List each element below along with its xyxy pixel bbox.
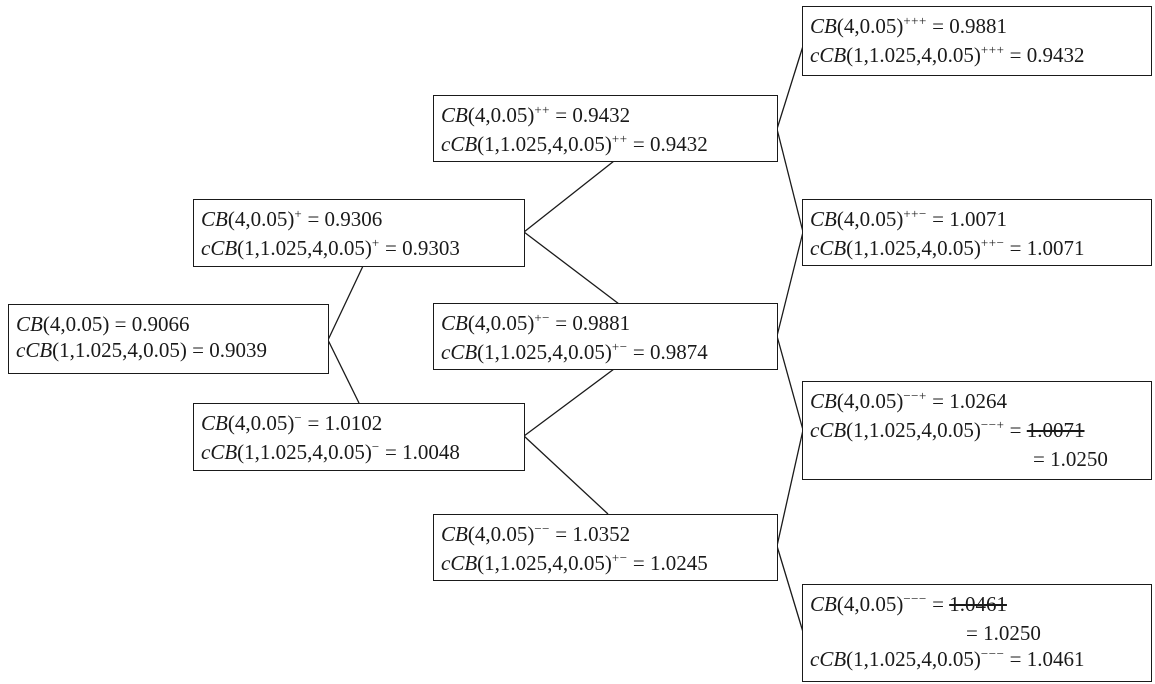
edge-dd-ddu	[776, 429, 804, 547]
node-down-down-up-corrected-value: = 1.0250	[1033, 447, 1108, 471]
node-up-price: CB(4,0.05)+ = 0.9306	[201, 206, 383, 231]
node-up-up-up-price: CB(4,0.05)+++ = 0.9881	[810, 13, 1007, 38]
node-up-down-price: CB(4,0.05)+− = 0.9881	[441, 310, 631, 335]
node-down-down-up: CB(4,0.05)−−+ = 1.0264 cCB(1,1.025,4,0.0…	[802, 381, 1152, 480]
node-down-down-up-price: CB(4,0.05)−−+ = 1.0264	[810, 388, 1007, 413]
edge-ud-ddu	[776, 335, 804, 431]
node-up-down-callable-price: cCB(1,1.025,4,0.05)+− = 0.9874	[441, 339, 708, 364]
node-root: CB(4,0.05) = 0.9066 cCB(1,1.025,4,0.05) …	[8, 304, 329, 374]
node-down-callable-price: cCB(1,1.025,4,0.05)− = 1.0048	[201, 439, 460, 464]
node-up-up-price: CB(4,0.05)++ = 0.9432	[441, 102, 631, 127]
edge-down-dd	[523, 435, 609, 515]
edge-uu-uud	[776, 128, 804, 233]
node-down-price: CB(4,0.05)− = 1.0102	[201, 410, 383, 435]
node-up-up-down: CB(4,0.05)++− = 1.0071 cCB(1,1.025,4,0.0…	[802, 199, 1152, 266]
edge-up-uu	[523, 160, 615, 233]
node-down-down-price: CB(4,0.05)−− = 1.0352	[441, 521, 631, 546]
edge-up-ud	[523, 231, 620, 305]
node-root-price: CB(4,0.05) = 0.9066	[16, 312, 190, 336]
edge-root-up	[327, 265, 364, 341]
node-down-down-down-callable-price: cCB(1,1.025,4,0.05)−−− = 1.0461	[810, 646, 1085, 671]
node-up-up: CB(4,0.05)++ = 0.9432 cCB(1,1.025,4,0.05…	[433, 95, 778, 162]
node-up-up-down-callable-price: cCB(1,1.025,4,0.05)++− = 1.0071	[810, 235, 1085, 260]
node-down: CB(4,0.05)− = 1.0102 cCB(1,1.025,4,0.05)…	[193, 403, 525, 471]
node-down-down-up-callable-price: cCB(1,1.025,4,0.05)−−+ = 1.0071	[810, 417, 1085, 442]
node-root-callable-price: cCB(1,1.025,4,0.05) = 0.9039	[16, 338, 268, 362]
node-down-down-callable-price: cCB(1,1.025,4,0.05)+− = 1.0245	[441, 550, 708, 575]
node-down-down: CB(4,0.05)−− = 1.0352 cCB(1,1.025,4,0.05…	[433, 514, 778, 581]
edge-down-ud	[523, 368, 615, 437]
node-down-down-down-price: CB(4,0.05)−−− = 1.0461	[810, 591, 1007, 616]
node-up-callable-price: cCB(1,1.025,4,0.05)+ = 0.9303	[201, 235, 460, 260]
node-up-up-up: CB(4,0.05)+++ = 0.9881 cCB(1,1.025,4,0.0…	[802, 6, 1152, 76]
node-up-up-up-callable-price: cCB(1,1.025,4,0.05)+++ = 0.9432	[810, 42, 1085, 67]
edge-root-down	[327, 339, 360, 404]
edge-dd-ddd	[776, 545, 804, 633]
node-up-up-down-price: CB(4,0.05)++− = 1.0071	[810, 206, 1007, 231]
edge-uu-uuu	[776, 45, 804, 130]
struck-value: 1.0071	[1026, 418, 1085, 442]
node-down-down-down: CB(4,0.05)−−− = 1.0461 = 1.0250 cCB(1,1.…	[802, 584, 1152, 682]
edge-ud-uud	[776, 231, 804, 337]
node-up-up-callable-price: cCB(1,1.025,4,0.05)++ = 0.9432	[441, 131, 708, 156]
node-down-down-down-corrected-value: = 1.0250	[966, 621, 1041, 645]
node-up: CB(4,0.05)+ = 0.9306 cCB(1,1.025,4,0.05)…	[193, 199, 525, 267]
struck-value: 1.0461	[949, 592, 1007, 616]
node-up-down: CB(4,0.05)+− = 0.9881 cCB(1,1.025,4,0.05…	[433, 303, 778, 370]
